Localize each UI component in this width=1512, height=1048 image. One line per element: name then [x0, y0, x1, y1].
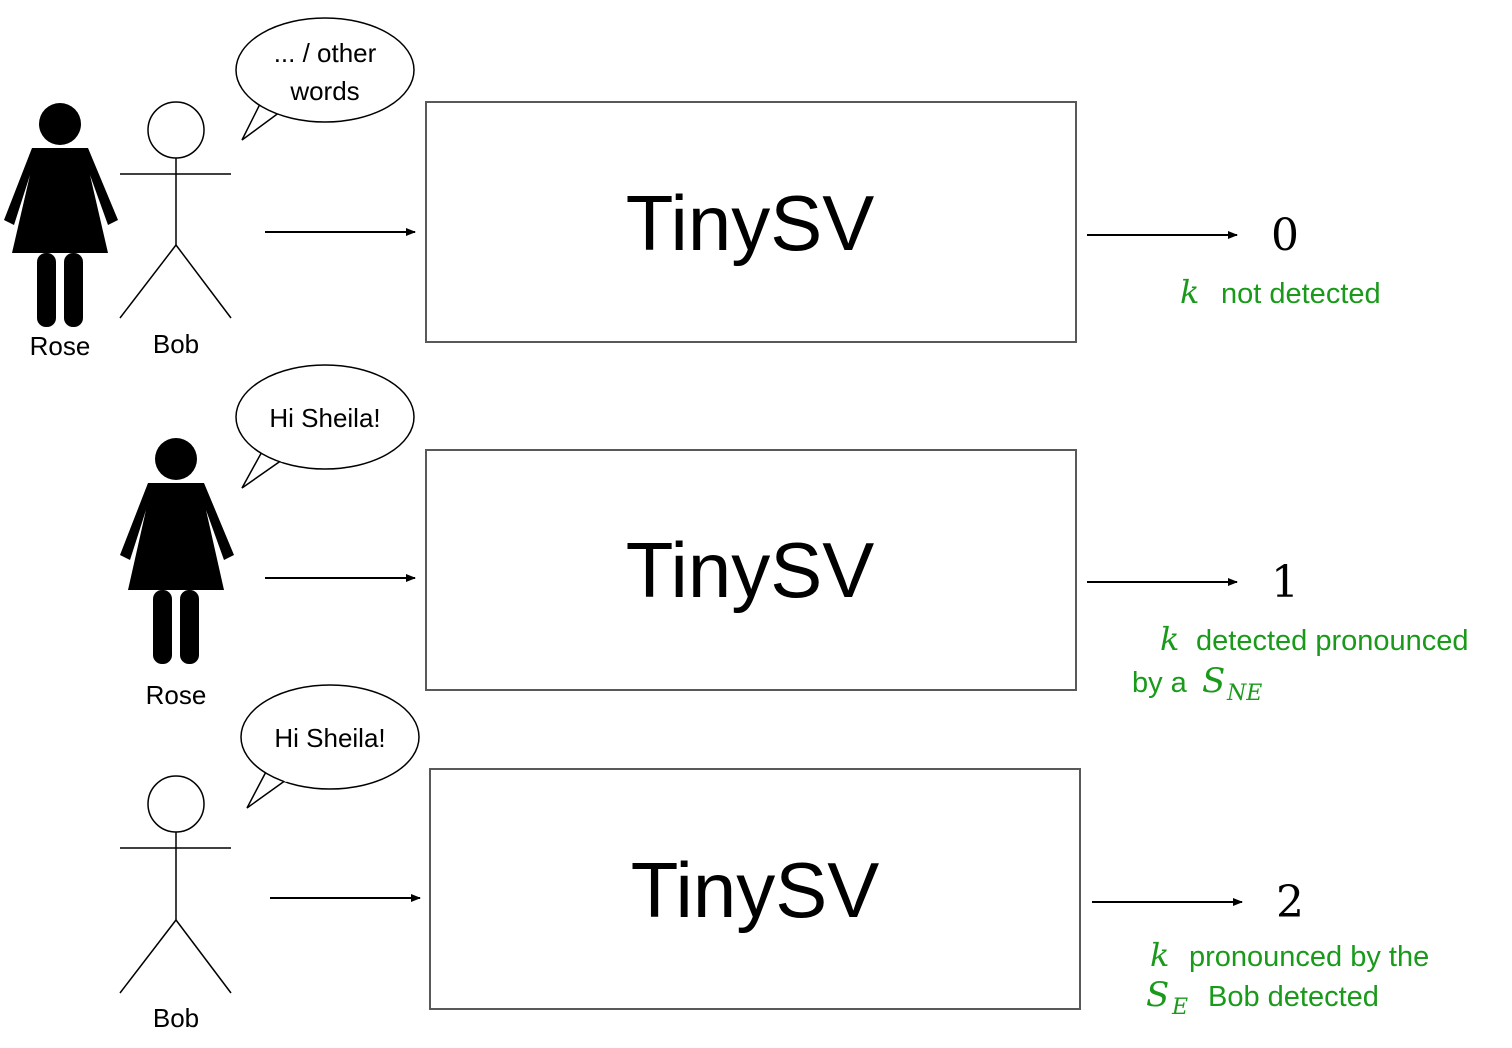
scenario-2: Rose Hi Sheila! TinySV 1 k detected pron…: [120, 364, 1469, 710]
stick-figure-icon: [119, 101, 232, 319]
output-caption: k pronounced by the S E Bob detected: [1146, 936, 1429, 1020]
caption-subscript: E: [1171, 995, 1188, 1020]
speech-text: Hi Sheila!: [269, 403, 380, 433]
speech-text: Hi Sheila!: [274, 723, 385, 753]
speech-text-line-2: words: [289, 76, 359, 106]
speech-text-line-1: ... / other: [274, 38, 377, 68]
caption-symbol: S: [1146, 975, 1169, 1015]
model-name: TinySV: [626, 179, 875, 267]
caption-subscript: NE: [1226, 681, 1262, 706]
output-value: 0: [1271, 210, 1299, 261]
tinysv-box: TinySV: [425, 449, 1077, 691]
output-value: 1: [1271, 557, 1299, 608]
caption-line-2: by a: [1132, 667, 1188, 699]
tinysv-box: TinySV: [429, 768, 1081, 1010]
woman-icon: [120, 438, 234, 664]
tinysv-box: TinySV: [425, 101, 1077, 343]
caption-line-1: pronounced by the: [1189, 941, 1429, 973]
speech-bubble: Hi Sheila!: [235, 364, 415, 489]
woman-icon: [4, 103, 118, 327]
caption-var: k: [1180, 273, 1199, 311]
speech-bubble: Hi Sheila!: [240, 684, 420, 809]
caption-line-1: detected pronounced: [1196, 625, 1469, 657]
caption-line-2: Bob detected: [1208, 981, 1379, 1013]
caption-line-1: not detected: [1221, 278, 1381, 310]
model-name: TinySV: [631, 846, 880, 934]
caption-var: k: [1150, 936, 1169, 974]
output-value: 2: [1276, 877, 1304, 928]
speech-bubble: ... / other words: [235, 17, 415, 141]
person-label-bob: Bob: [153, 1003, 199, 1033]
output-caption: k not detected: [1180, 273, 1381, 311]
caption-symbol: S: [1202, 661, 1225, 701]
output-caption: k detected pronounced by a S NE: [1132, 620, 1469, 706]
model-name: TinySV: [626, 526, 875, 614]
scenario-1: Rose Bob ... / other words TinySV 0 k: [4, 17, 1381, 361]
person-label-rose: Rose: [146, 680, 207, 710]
person-label-bob: Bob: [153, 329, 199, 359]
person-label-rose: Rose: [30, 331, 91, 361]
caption-var: k: [1160, 620, 1179, 658]
scenario-3: Bob Hi Sheila! TinySV 2 k pronounced by …: [119, 684, 1429, 1033]
stick-figure-icon: [119, 775, 232, 994]
